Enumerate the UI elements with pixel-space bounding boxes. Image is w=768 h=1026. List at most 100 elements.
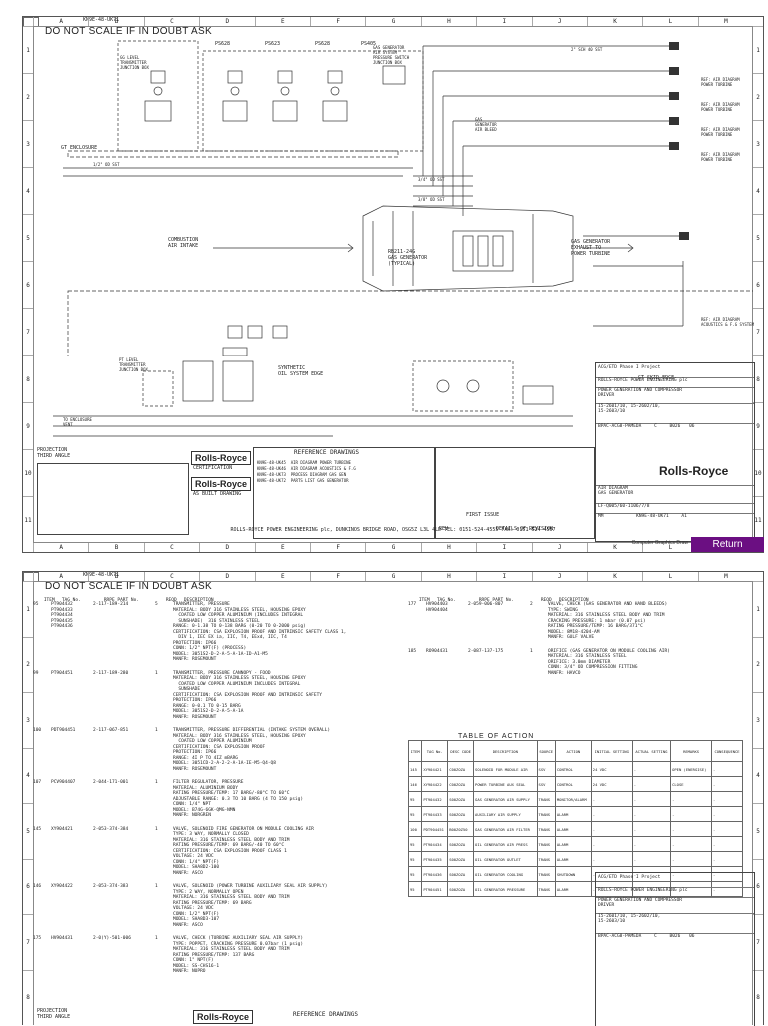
parts-cell-tag: PCV904407	[51, 780, 76, 785]
grid-ref: E	[254, 17, 310, 26]
parts-cell-reqd: 1	[155, 884, 158, 889]
action-cell: SSV	[536, 776, 556, 792]
action-cell: XY904422	[421, 776, 449, 792]
grid-ref: H	[420, 17, 476, 26]
parts-cell-desc: ORIFICE (GAS GENERATOR ON MODULE COOLING…	[548, 648, 670, 676]
grid-ref: I	[476, 17, 531, 26]
s2-tb-units: 15-2601/10, 15-2602/10, 15-2603/10	[596, 913, 754, 924]
title-block: ACG/ETD Phase I Project ROLLS-ROYCE POWE…	[595, 362, 755, 542]
action-cell: C00ZOZA	[447, 776, 475, 792]
grid-ref: 10	[753, 449, 763, 496]
grid-ref: 4	[23, 167, 33, 214]
tb-size: A1	[681, 514, 687, 519]
action-cell: -	[631, 761, 672, 777]
action-cell: TRANS	[536, 851, 556, 867]
action-cell: GAS GENERATOR AIR SUPPLY	[473, 791, 538, 807]
do-not-scale-warning: DO NOT SCALE IF IN DOUBT ASK	[45, 26, 212, 37]
label-pipe-2in: 2" SCH 40 SST	[571, 47, 603, 52]
as-built-label: AS BUILT DRAWING	[193, 491, 242, 497]
parts-cell-desc: VALVE, CHECK (GAS GENERATOR AND HAND BLE…	[548, 602, 668, 640]
parts-cell-item: 185	[408, 648, 417, 654]
action-cell: 95	[407, 791, 423, 807]
action-cell: -	[590, 836, 633, 852]
parts-cell-item: 100	[33, 728, 42, 733]
grid-ref: E	[254, 543, 310, 552]
parts-cell-desc: TRANSMITTER, PRESSURE MATERIAL: BODY 316…	[173, 602, 347, 662]
parts-cell-part: 2-117-067-851	[93, 728, 129, 733]
ref-drawing-3: KN9E-48-UK73 PROCESS DIAGRAM GAS GEN	[257, 472, 347, 477]
label-ref-pt-2: REF: AIR DIAGRAM POWER TURBINE	[701, 102, 740, 112]
hdr-part: RRPE PART No.	[103, 597, 140, 603]
action-cell: 145	[407, 761, 423, 777]
action-cell: -	[670, 851, 713, 867]
projection-label: PROJECTION THIRD ANGLE	[37, 447, 71, 459]
action-cell: 95	[407, 836, 423, 852]
action-cell: ALARM	[554, 881, 592, 897]
grid-ref: A	[33, 17, 88, 26]
action-cell: PDT904451	[421, 821, 449, 837]
certification-label: CERTIFICATION	[193, 465, 233, 471]
action-header-cell: TAG No.	[421, 740, 449, 762]
reference-drawings-title: REFERENCE DRAWINGS	[294, 449, 360, 456]
grid-ref: 3	[753, 692, 763, 748]
action-cell: 100	[407, 821, 423, 837]
action-cell: TRANS	[536, 791, 556, 807]
grid-ref: 5	[753, 803, 763, 859]
grid-ref: 3	[23, 120, 33, 167]
tb-company: ROLLS-ROYCE POWER ENGINEERING plc	[596, 377, 754, 383]
action-cell: PT904433	[421, 806, 449, 822]
action-cell: -	[631, 791, 672, 807]
rev-label: REV	[439, 526, 449, 532]
action-cell: ALARM	[554, 836, 592, 852]
action-cell: -	[711, 821, 743, 837]
tb-sheet-of: 06	[689, 424, 695, 429]
action-header-cell: CONSEQUENCE	[711, 740, 743, 762]
s2-tb-company: ROLLS-ROYCE POWER ENGINEERING plc	[596, 887, 754, 893]
parts-cell-part: 2-0(Y)-501-006	[93, 936, 131, 941]
action-header-cell: INITIAL SETTING	[590, 740, 633, 762]
action-cell: 146	[407, 776, 423, 792]
action-cell: -	[670, 821, 713, 837]
action-cell: S00ZOZA	[447, 806, 475, 822]
parts-cell-part: 2-053-374-384	[93, 826, 129, 832]
hdr-desc-r: DESCRIPTION	[558, 597, 589, 603]
action-cell: PT904434	[421, 836, 449, 852]
revision-history-table	[37, 463, 189, 535]
reference-drawings-box: REFERENCE DRAWINGS KN9E-48-UK45 AIR DIAG…	[253, 447, 435, 539]
action-cell: S00ZOZA	[447, 791, 475, 807]
return-button[interactable]: Return	[691, 537, 764, 552]
tb-units: 15-2601/10, 15-2602/10, 15-2603/10	[596, 403, 754, 414]
grid-ref: 3	[23, 692, 33, 748]
s2-tb-rev: C	[654, 934, 657, 939]
label-ps628: PS628	[215, 41, 231, 47]
tb-unit: MM	[598, 514, 604, 519]
grid-ref: K	[586, 17, 642, 26]
parts-cell-part: 2-059-006-807	[468, 602, 504, 607]
grid-ref: B	[88, 543, 143, 552]
label-ref-acoustics: REF: AIR DIAGRAM ACOUSTICS & F.G SYSTEM	[701, 317, 754, 327]
parts-cell-tag: PDT904451	[51, 728, 76, 733]
action-cell: OIL GENERATOR OUTLET	[473, 851, 538, 867]
action-cell: PT904436	[421, 866, 449, 882]
parts-cell-item: 146	[33, 884, 42, 889]
action-cell: -	[711, 806, 743, 822]
grid-ref: E	[254, 572, 310, 581]
grid-ref: 6	[753, 858, 763, 915]
action-cell: OIL GENERATOR PRESSURE	[473, 881, 538, 897]
parts-cell-reqd: 5	[155, 602, 158, 607]
sheet2-projection-label: PROJECTION THIRD ANGLE	[37, 1008, 71, 1020]
ref-drawing-4: KN9E-48-UK72 PARTS LIST GAS GENERATOR	[257, 478, 349, 483]
sheet2-title-block: ACG/ETD Phase I Project ROLLS-ROYCE POWE…	[595, 872, 755, 1026]
action-header-cell: SOURCE	[536, 740, 556, 762]
grid-ref: 4	[753, 747, 763, 804]
parts-cell-part: 2-044-171-001	[93, 780, 129, 785]
parts-cell-tag: RO904431	[426, 648, 448, 654]
grid-ref: 7	[753, 914, 763, 970]
